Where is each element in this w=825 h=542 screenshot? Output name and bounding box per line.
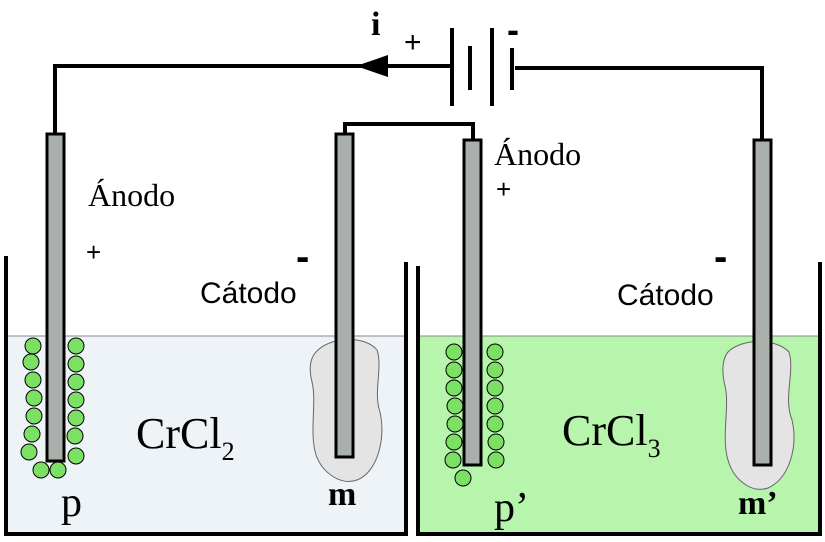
battery-negative-label: - <box>507 9 519 50</box>
battery-positive-label: + <box>404 26 422 59</box>
right-anode-label: Ánodo <box>494 136 581 172</box>
electrode-m-label: m <box>328 476 356 513</box>
electrode-m-prime <box>752 138 773 467</box>
battery <box>450 28 514 106</box>
gas-bubble <box>67 447 85 465</box>
left-electrolyte-formula: CrCl2 <box>136 409 235 466</box>
gas-bubble <box>67 409 85 427</box>
gas-bubble <box>454 469 472 487</box>
left-anode-label: Ánodo <box>88 177 175 213</box>
gas-bubble <box>487 451 505 469</box>
gas-bubble <box>446 397 464 415</box>
gas-bubble <box>20 443 38 461</box>
gas-bubble <box>32 461 50 479</box>
gas-bubble <box>25 407 43 425</box>
gas-bubble <box>67 337 85 355</box>
gas-bubble <box>445 379 463 397</box>
electrode-p-prime <box>462 138 483 467</box>
wire-left <box>53 64 450 134</box>
electrode-p-label: p <box>61 480 82 526</box>
right-cathode-sign: - <box>714 235 727 279</box>
gas-bubble <box>446 415 464 433</box>
electrode-m-prime-label: m’ <box>738 485 778 522</box>
gas-bubble <box>445 433 463 451</box>
gas-bubble <box>23 425 41 443</box>
gas-bubble <box>49 461 67 479</box>
current-arrow <box>356 55 388 77</box>
gas-bubble <box>486 397 504 415</box>
left-anode-sign: + <box>86 237 101 267</box>
right-anode-sign: + <box>496 174 511 204</box>
bubbles-p <box>20 337 85 479</box>
electrode-p-prime-label: p’ <box>494 485 529 531</box>
gas-bubble <box>486 415 504 433</box>
gas-bubble <box>444 451 462 469</box>
electrode-p <box>45 132 66 463</box>
gas-bubble <box>66 427 84 445</box>
gas-bubble <box>67 355 85 373</box>
gas-bubble <box>445 343 463 361</box>
gas-bubble <box>67 373 85 391</box>
electrode-m <box>334 132 355 459</box>
gas-bubble <box>24 337 42 355</box>
gas-bubble <box>487 433 505 451</box>
gas-bubble <box>22 353 40 371</box>
right-cathode-label: Cátodo <box>617 279 714 312</box>
gas-bubble <box>486 379 504 397</box>
right-electrolyte-formula: CrCl3 <box>562 406 661 463</box>
gas-bubble <box>486 361 504 379</box>
gas-bubble <box>24 371 42 389</box>
left-container <box>4 256 408 536</box>
gas-bubble <box>67 391 85 409</box>
gas-bubble <box>445 361 463 379</box>
right-container <box>416 262 822 536</box>
wire-right <box>515 66 764 140</box>
bubbles-p-prime <box>444 343 505 487</box>
gas-bubble <box>25 389 43 407</box>
left-cathode-sign: - <box>296 235 309 279</box>
left-cathode-label: Cátodo <box>200 277 297 310</box>
gas-bubble <box>486 343 504 361</box>
current-label: i <box>371 6 380 43</box>
wire-bridge <box>343 122 475 140</box>
